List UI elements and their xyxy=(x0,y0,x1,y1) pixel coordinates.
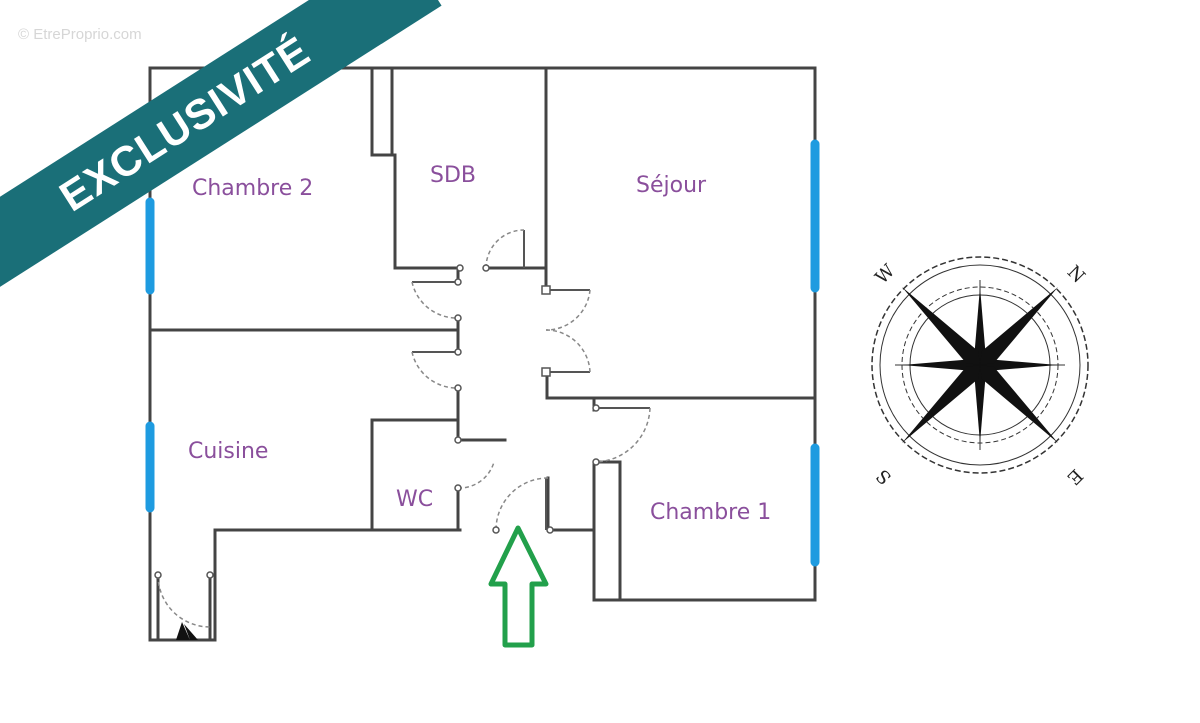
door-leaves xyxy=(412,230,650,530)
room-label-sejour: Séjour xyxy=(636,173,707,198)
compass-rose-icon xyxy=(871,256,1089,474)
watermark: © EtreProprio.com xyxy=(18,26,142,43)
entrance-arrow-icon xyxy=(488,525,549,648)
room-label-sdb: SDB xyxy=(430,163,476,188)
door-hinges xyxy=(154,264,600,579)
door-swings xyxy=(157,229,651,628)
room-label-chambre-2: Chambre 2 xyxy=(192,176,314,201)
room-label-cuisine: Cuisine xyxy=(188,439,269,464)
warning-icon xyxy=(176,622,198,640)
room-label-wc: WC xyxy=(396,487,434,512)
room-label-chambre-1: Chambre 1 xyxy=(650,500,772,525)
walls xyxy=(148,66,817,642)
windows xyxy=(145,139,820,567)
